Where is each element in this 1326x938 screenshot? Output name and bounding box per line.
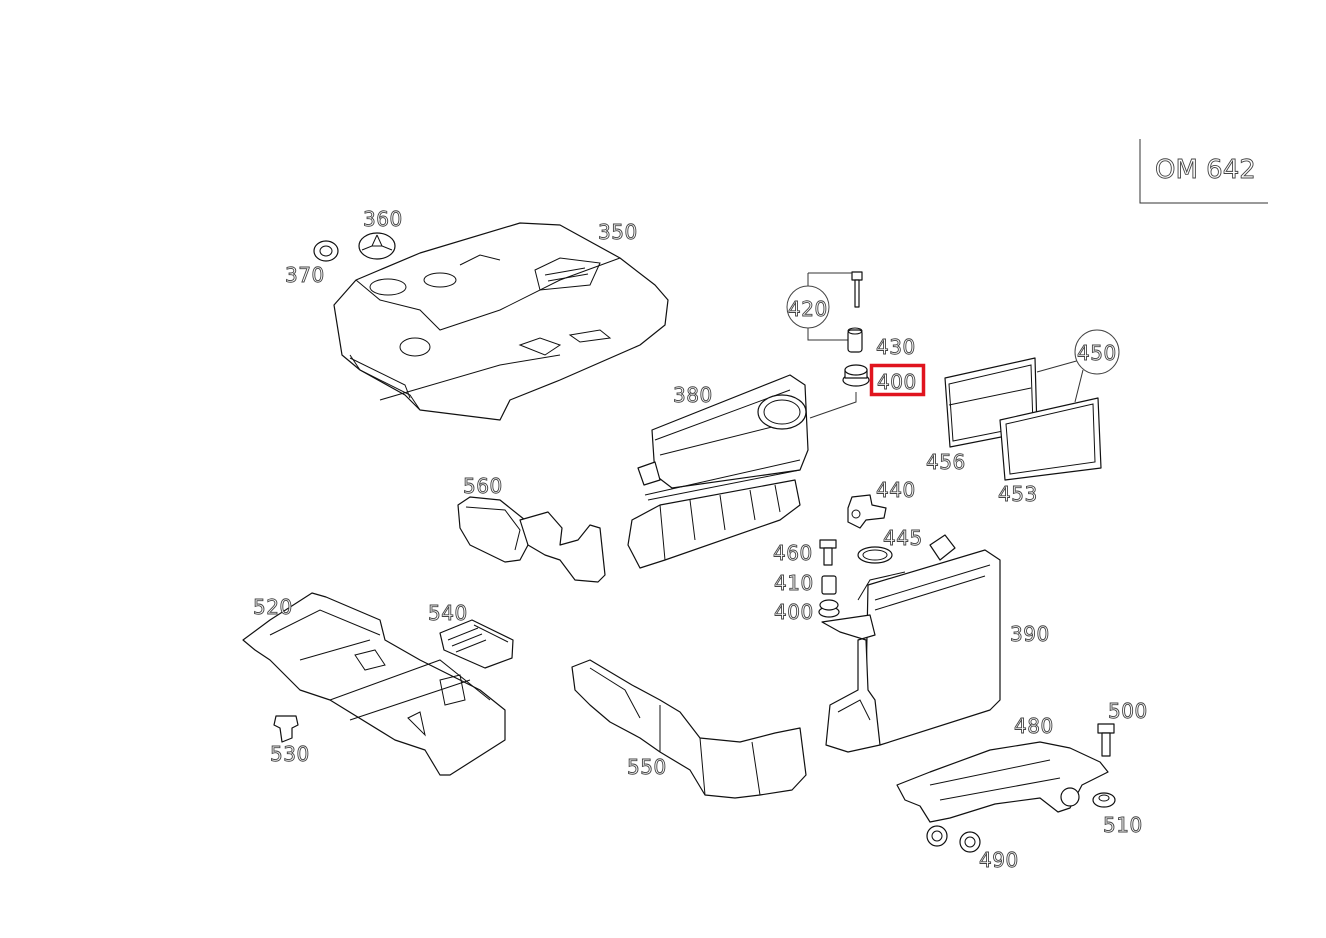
part-560-air-duct[interactable] xyxy=(457,496,606,583)
part-540-control-unit[interactable] xyxy=(439,619,514,669)
callout-540[interactable]: 540 xyxy=(428,601,468,626)
callout-450[interactable]: 450 xyxy=(1077,341,1117,366)
callout-420[interactable]: 420 xyxy=(788,297,828,322)
part-453-filter-element[interactable] xyxy=(999,397,1102,481)
callout-560[interactable]: 560 xyxy=(463,474,503,499)
part-420-bolt[interactable] xyxy=(851,271,863,308)
part-410-sleeve[interactable] xyxy=(821,575,837,595)
part-520-undertray[interactable] xyxy=(242,592,506,776)
part-400-rubber-mount[interactable] xyxy=(842,364,870,387)
callout-510[interactable]: 510 xyxy=(1103,813,1143,838)
callout-445[interactable]: 445 xyxy=(883,526,923,551)
callout-430[interactable]: 430 xyxy=(876,335,916,360)
part-400-lower-mount[interactable] xyxy=(818,599,840,618)
part-370-nut[interactable] xyxy=(313,240,339,262)
part-360-emblem[interactable] xyxy=(358,232,396,260)
part-380-filter-housing[interactable] xyxy=(627,374,809,569)
part-440-sensor[interactable] xyxy=(847,494,887,529)
selection-highlight-400 xyxy=(869,363,926,397)
callout-390[interactable]: 390 xyxy=(1010,622,1050,647)
part-350-engine-cover[interactable] xyxy=(333,222,669,421)
callout-550[interactable]: 550 xyxy=(627,755,667,780)
callout-500[interactable]: 500 xyxy=(1108,699,1148,724)
callout-480[interactable]: 480 xyxy=(1014,714,1054,739)
part-445-seal-ring[interactable] xyxy=(857,546,893,564)
part-500-bolt[interactable] xyxy=(1097,723,1115,757)
callout-460[interactable]: 460 xyxy=(773,541,813,566)
callout-350[interactable]: 350 xyxy=(598,220,638,245)
callout-456[interactable]: 456 xyxy=(926,450,966,475)
part-430-sleeve[interactable] xyxy=(847,327,863,353)
callout-400-highlighted[interactable]: 400 xyxy=(877,370,917,395)
callout-360[interactable]: 360 xyxy=(363,207,403,232)
callout-labels: 350 360 370 380 390 400 400 410 420 430 … xyxy=(253,207,1148,873)
callout-370[interactable]: 370 xyxy=(285,263,325,288)
part-390-housing[interactable] xyxy=(821,534,1001,753)
callout-440[interactable]: 440 xyxy=(876,478,916,503)
callout-380[interactable]: 380 xyxy=(673,383,713,408)
part-480-bracket[interactable] xyxy=(896,741,1109,823)
callout-410[interactable]: 410 xyxy=(774,571,814,596)
engine-label-box: OM 642 xyxy=(1139,139,1268,204)
callout-453[interactable]: 453 xyxy=(998,482,1038,507)
engine-label: OM 642 xyxy=(1155,155,1256,185)
part-510-nut[interactable] xyxy=(1092,792,1116,808)
callout-490[interactable]: 490 xyxy=(979,848,1019,873)
part-530-clip[interactable] xyxy=(273,715,299,743)
part-550-intake-duct[interactable] xyxy=(571,659,807,799)
callout-400-lower[interactable]: 400 xyxy=(774,600,814,625)
callout-530[interactable]: 530 xyxy=(270,742,310,767)
callout-520[interactable]: 520 xyxy=(253,595,293,620)
part-460-bolt[interactable] xyxy=(819,539,837,566)
part-490-rubber-mount[interactable] xyxy=(926,825,981,853)
